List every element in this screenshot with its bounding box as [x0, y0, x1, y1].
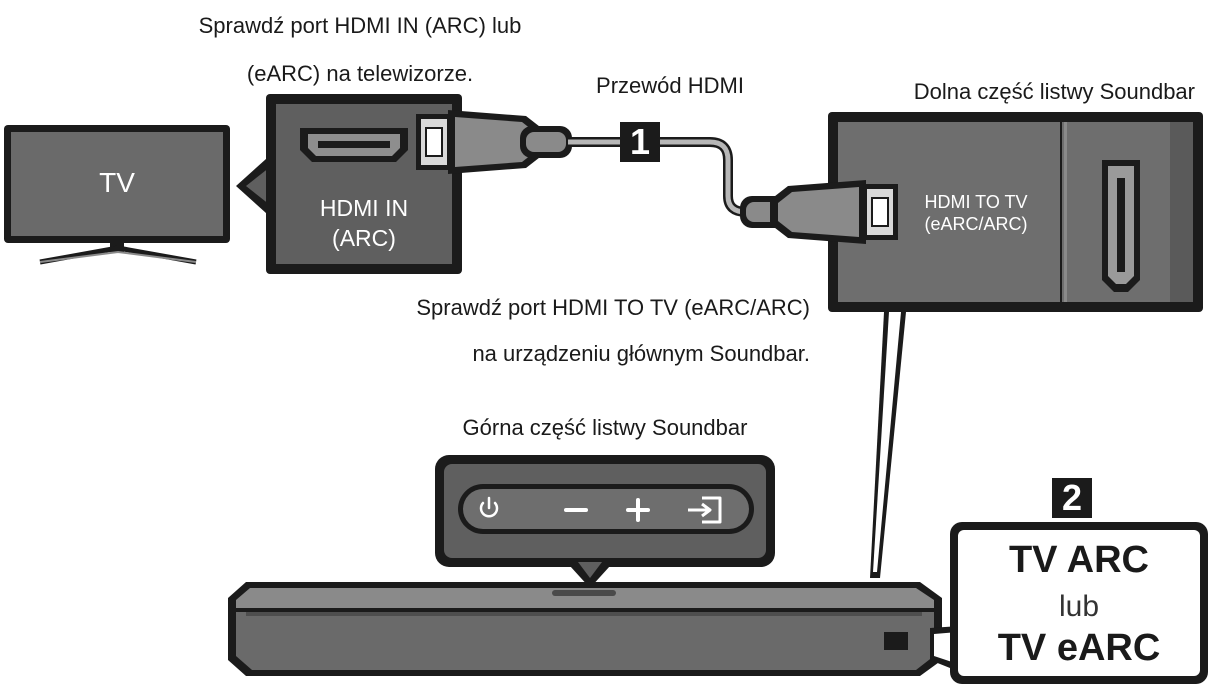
display-line-2: lub — [1058, 590, 1100, 623]
display-callout — [950, 522, 1208, 684]
soundbar-top-label: Górna część listwy Soundbar — [462, 415, 748, 440]
cable-label: Przewód HDMI — [596, 73, 744, 98]
display-line-3: TV eARC — [997, 627, 1161, 669]
tv-port-label-line1: HDMI IN — [319, 195, 409, 221]
soundbar-port-label-line1: HDMI TO TV — [924, 192, 1028, 212]
tv-port-check-line1: Sprawdź port HDMI IN (ARC) lub — [198, 13, 522, 38]
soundbar-port-check-line2: na urządzeniu głównym Soundbar. — [472, 341, 810, 366]
tv-illustration — [4, 125, 230, 265]
step-1-badge: 1 — [620, 122, 660, 162]
display-line-1: TV ARC — [1008, 539, 1150, 581]
tv-port-label-line2: (ARC) — [332, 225, 396, 251]
soundbar-body — [228, 582, 960, 676]
hdmi-plug-right — [740, 180, 898, 244]
soundbar-port-check-line1: Sprawdź port HDMI TO TV (eARC/ARC) — [416, 295, 810, 320]
soundbar-bottom-pointer — [870, 312, 906, 578]
soundbar-bottom-label: Dolna część listwy Soundbar — [913, 79, 1195, 104]
plus-icon — [626, 498, 650, 522]
control-panel-callout — [435, 455, 775, 588]
tv-port-check-line2: (eARC) na telewizorze. — [246, 61, 474, 86]
input-source-icon — [688, 496, 722, 524]
soundbar-port-label-line2: (eARC/ARC) — [924, 214, 1028, 234]
hdmi-plug-left — [416, 110, 572, 174]
tv-screen-text: TV — [99, 167, 135, 198]
power-icon — [479, 496, 499, 518]
step-2-badge: 2 — [1052, 478, 1092, 518]
